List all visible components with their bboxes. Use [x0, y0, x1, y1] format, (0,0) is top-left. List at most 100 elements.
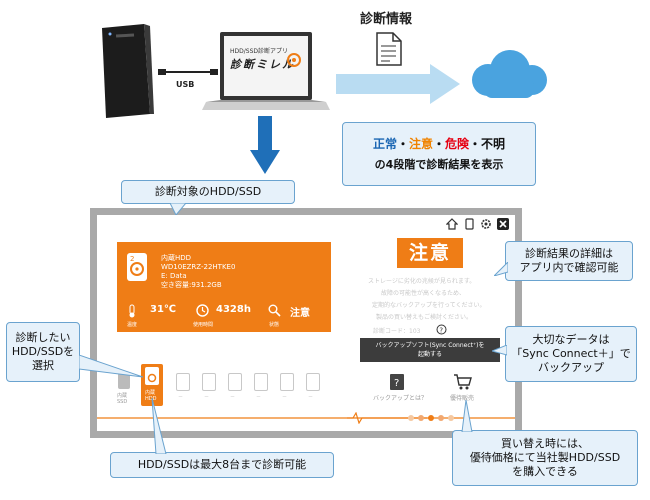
backup-launch-button[interactable]: バックアップソフト(Sync Connect⁺)を 起動する	[360, 338, 500, 362]
callout-backup-pointer	[492, 345, 507, 356]
result-desc-1: ストレージに劣化の兆候が見られます。	[368, 278, 476, 285]
callout-target: 診断対象のHDD/SSD	[121, 180, 295, 204]
copy-icon[interactable]	[463, 218, 475, 230]
drive-slot-empty-7[interactable]	[280, 373, 294, 391]
status-ok: 正常	[372, 137, 397, 151]
document-icon	[376, 32, 402, 66]
drive-slot-dash: －	[230, 394, 236, 400]
gear-icon[interactable]	[480, 218, 492, 230]
help-icon[interactable]: ?	[436, 324, 447, 335]
drive-slot-ssd[interactable]	[118, 373, 130, 389]
callout-replace-line3: を購入できる	[512, 465, 578, 478]
hdd-drive-icon: 2	[127, 253, 147, 281]
status-caution: 注意	[408, 137, 433, 151]
status-desc: の4段階で診断結果を表示	[374, 158, 504, 171]
drive-slot-hdd-label-1: 内蔵	[145, 390, 156, 396]
status-sep: ・	[469, 137, 482, 151]
drive-slot-empty-3[interactable]	[176, 373, 190, 391]
diagnosis-code: 診断コード：103	[373, 328, 421, 335]
timeline-line	[97, 412, 515, 424]
right-arrow-icon	[336, 64, 460, 104]
status-danger: 危険	[445, 137, 470, 151]
callout-detail-line1: 診断結果の詳細は	[525, 247, 613, 260]
drive-slot-hdd-label-2: HDD	[145, 396, 157, 402]
drive-slot-dash: －	[178, 394, 184, 400]
callout-max8-pointer	[151, 398, 167, 454]
callout-replace: 買い替え時には、 優待価格にて当社製HDD/SSD を購入できる	[452, 430, 638, 486]
callout-target-pointer	[170, 203, 186, 215]
backup-button-line1: バックアップソフト(Sync Connect⁺)を	[375, 342, 485, 349]
callout-backup-line2: 「Sync Connect＋」で	[511, 347, 631, 360]
callout-max8: HDD/SSDは最大8台まで診断可能	[110, 452, 334, 478]
svg-text:?: ?	[439, 326, 443, 334]
state-label: 状態	[269, 322, 280, 328]
external-hdd-icon	[102, 24, 154, 118]
callout-detail-line2: アプリ内で確認可能	[519, 261, 619, 274]
drive-slot-empty-8[interactable]	[306, 373, 320, 391]
backup-button-line2: 起動する	[417, 351, 442, 358]
drive-slot-dash: －	[282, 394, 288, 400]
usage-hours-value: 4328h	[216, 304, 251, 315]
svg-text:2: 2	[130, 255, 134, 263]
laptop-app-title: HDD/SSD診断アプリ	[230, 48, 289, 55]
result-desc-3: 定期的なバックアップを行ってください。	[372, 302, 486, 309]
drive-slot-empty-5[interactable]	[228, 373, 242, 391]
usb-cable-icon	[158, 69, 218, 75]
drive-slot-dash: －	[256, 394, 262, 400]
callout-backup-line3: バックアップ	[538, 361, 604, 374]
callout-detail: 診断結果の詳細は アプリ内で確認可能	[505, 241, 633, 281]
selected-hdd-icon	[145, 367, 159, 385]
drive-slot-ssd-label-1: 内蔵	[117, 393, 128, 399]
callout-replace-pointer	[461, 400, 473, 432]
result-badge: 注意	[397, 238, 463, 268]
callout-backup-line1: 大切なデータは	[532, 333, 610, 346]
callout-select-line1: 診断したい	[15, 331, 71, 344]
drive-slot-ssd-label-2: SSD	[117, 399, 128, 405]
drive-letter: E: Data	[161, 272, 187, 280]
callout-select-pointer	[79, 355, 143, 378]
temperature-label: 温度	[127, 322, 138, 328]
coupon-label[interactable]: 優待販売	[450, 395, 475, 402]
usage-hours-label: 使用時間	[193, 322, 214, 328]
callout-select-line3: 選択	[32, 359, 54, 372]
status-sep: ・	[432, 137, 445, 151]
laptop-app-logo: 診断ミレル	[230, 58, 295, 71]
callout-detail-pointer	[494, 262, 508, 276]
callout-max8-text: HDD/SSDは最大8台まで診断可能	[137, 458, 307, 471]
backup-help-label[interactable]: バックアップとは？	[373, 395, 428, 402]
magnifier-icon	[268, 304, 281, 317]
shopping-cart-icon[interactable]	[454, 374, 472, 390]
drive-slot-dash: －	[308, 394, 314, 400]
clock-icon	[196, 304, 209, 317]
drive-slot-empty-4[interactable]	[202, 373, 216, 391]
backup-help-icon[interactable]: ?	[390, 374, 404, 390]
callout-select: 診断したい HDD/SSDを 選択	[6, 322, 80, 382]
status-levels-box: 正常・注意・危険・不明 の4段階で診断結果を表示	[342, 122, 536, 186]
drive-slot-dash: －	[204, 394, 210, 400]
drive-info-panel	[117, 242, 331, 332]
status-unknown: 不明	[481, 137, 506, 151]
state-value: 注意	[290, 308, 310, 319]
cloud-icon	[472, 50, 547, 98]
laptop-icon	[202, 32, 330, 110]
diag-info-label: 診断情報	[360, 12, 413, 27]
callout-select-line2: HDD/SSDを	[11, 345, 75, 358]
drive-model: WD10EZRZ-22HTKE0	[161, 263, 236, 271]
hdd-mark-icon	[287, 53, 301, 67]
callout-replace-line1: 買い替え時には、	[501, 437, 589, 450]
down-arrow-icon	[250, 116, 280, 174]
drive-slot-empty-6[interactable]	[254, 373, 268, 391]
drive-name: 内蔵HDD	[161, 254, 192, 262]
callout-target-text: 診断対象のHDD/SSD	[154, 185, 262, 198]
callout-replace-line2: 優待価格にて当社製HDD/SSD	[469, 451, 621, 464]
callout-backup: 大切なデータは 「Sync Connect＋」で バックアップ	[505, 326, 637, 382]
usb-label: USB	[176, 80, 195, 89]
home-icon[interactable]	[446, 218, 458, 230]
drive-free-space: 空き容量:931.2GB	[161, 281, 222, 289]
close-icon[interactable]	[497, 218, 509, 230]
svg-text:?: ?	[394, 378, 399, 389]
result-desc-2: 故障の可能性が高くなるため、	[381, 290, 466, 297]
page-indicator[interactable]	[406, 413, 460, 423]
temperature-value: 31℃	[150, 304, 177, 315]
result-desc-4: 製品の買い替えもご検討ください。	[376, 314, 473, 321]
